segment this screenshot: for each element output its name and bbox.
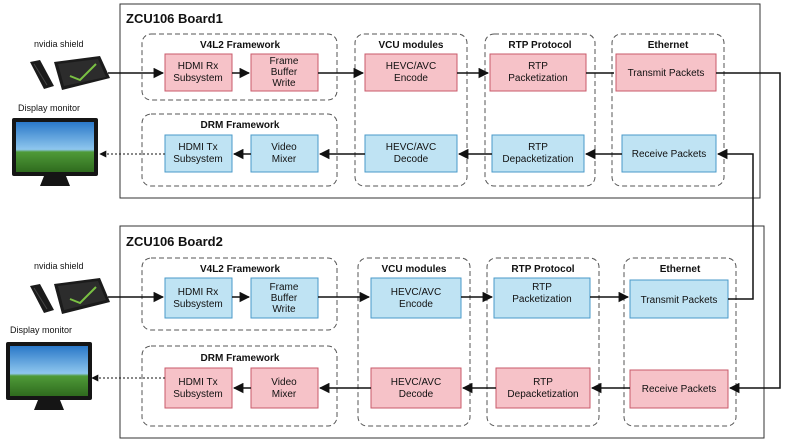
board1-frame-buffer-write-box <box>250 53 319 92</box>
link-board2-transmit-to-board1-receive <box>716 148 754 300</box>
display-monitor-device-2: Display monitor <box>6 325 92 410</box>
nvidia-shield-icon <box>30 278 110 314</box>
board2-vcu-title: VCU modules <box>381 264 446 275</box>
display-monitor-device-1: Display monitor <box>12 103 98 186</box>
nvidia-shield-label-1: nvidia shield <box>34 39 84 49</box>
nvidia-shield-device-2: nvidia shield <box>30 261 110 314</box>
board1-decode-box <box>364 134 458 173</box>
display-monitor-label-2: Display monitor <box>10 325 72 335</box>
board2-depacketization-box <box>495 367 591 409</box>
board2-receive-label: Receive Packets <box>642 384 716 395</box>
board1-receive-label: Receive Packets <box>632 149 706 160</box>
board2-v4l2-group <box>141 257 338 331</box>
board2: ZCU106 Board2 V4L2 Framework VCU modules… <box>91 225 765 439</box>
board1-rtp-title: RTP Protocol <box>508 40 571 51</box>
board1-transmit-label: Transmit Packets <box>628 68 705 79</box>
board1-depacketization-box <box>491 134 585 173</box>
board1: ZCU106 Board1 V4L2 Framework VCU modules… <box>99 3 761 199</box>
board2-v4l2-title: V4L2 Framework <box>200 264 280 275</box>
board2-drm-title: DRM Framework <box>201 353 280 364</box>
board1-drm-title: DRM Framework <box>201 120 280 131</box>
display-monitor-label-1: Display monitor <box>18 103 80 113</box>
board2-transmit-box <box>629 279 729 319</box>
board2-encode-box <box>370 277 462 319</box>
link-board1-transmit-to-board2-receive <box>716 72 781 394</box>
nvidia-shield-device-1: nvidia shield <box>30 39 110 90</box>
board2-video-mixer-box <box>250 367 319 409</box>
board1-v4l2-title: V4L2 Framework <box>200 40 280 51</box>
nvidia-shield-label-2: nvidia shield <box>34 261 84 271</box>
board2-hdmi-tx-box <box>164 367 233 409</box>
board2-title: ZCU106 Board2 <box>126 234 223 249</box>
board1-rtp-group <box>484 33 596 187</box>
board1-video-mixer-box <box>250 134 319 173</box>
board1-packetization-box <box>489 53 587 92</box>
board1-receive-box <box>621 134 717 173</box>
board1-hdmi-tx-box <box>164 134 233 173</box>
board1-v4l2-group <box>141 33 338 101</box>
board1-title: ZCU106 Board1 <box>126 11 223 26</box>
board1-drm-group <box>141 113 338 187</box>
board2-rtp-title: RTP Protocol <box>511 264 574 275</box>
monitor-icon <box>6 342 92 410</box>
board2-eth-title: Ethernet <box>660 264 701 275</box>
board1-encode-box <box>364 53 458 92</box>
nvidia-shield-icon <box>30 56 110 90</box>
monitor-icon <box>12 118 98 186</box>
board2-decode-box <box>370 367 462 409</box>
board1-eth-title: Ethernet <box>648 40 689 51</box>
board2-drm-group <box>141 345 338 427</box>
board2-packetization-box <box>493 277 591 319</box>
board2-receive-box <box>629 369 729 409</box>
board2-hdmi-rx-box <box>164 277 233 319</box>
board2-transmit-label: Transmit Packets <box>641 295 718 306</box>
board2-frame-buffer-write-box <box>250 277 319 319</box>
board1-vcu-title: VCU modules <box>378 40 443 51</box>
